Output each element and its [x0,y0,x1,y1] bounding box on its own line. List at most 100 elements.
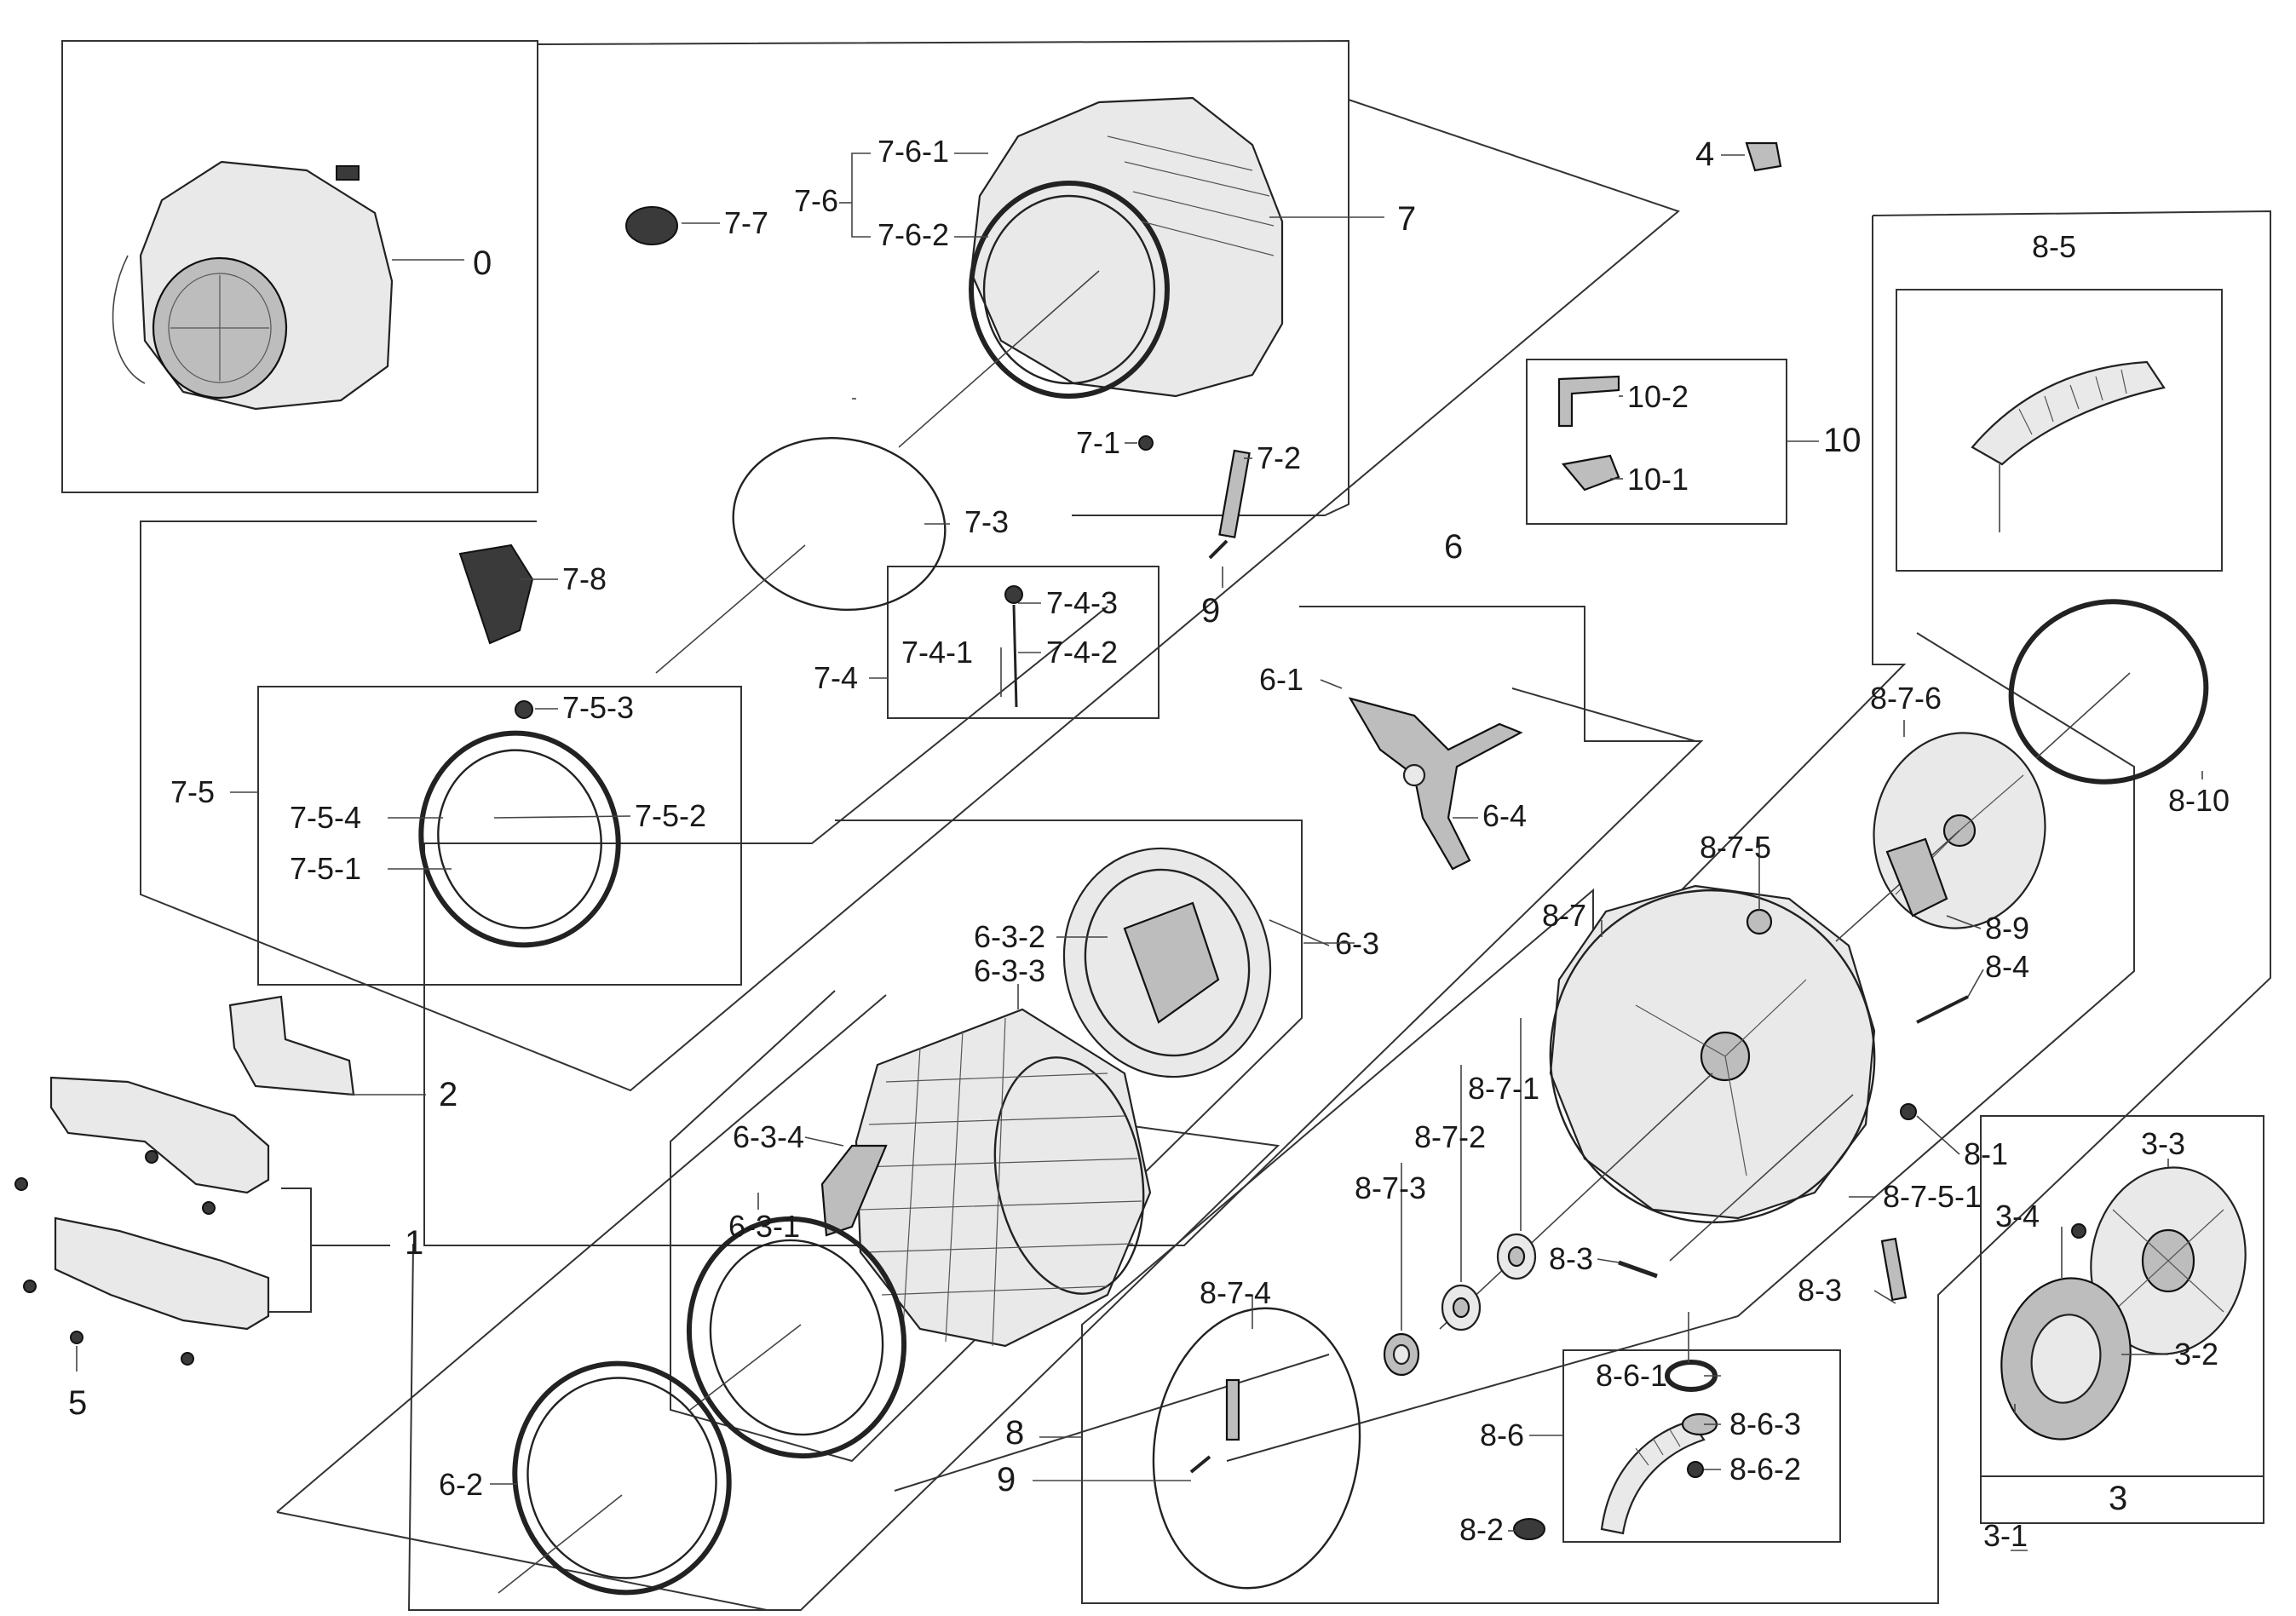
label-6-4: 6-4 [1482,798,1527,833]
label-9-a: 9 [1201,592,1220,630]
label-0: 0 [473,244,492,282]
label-9-b: 9 [997,1461,1016,1498]
label-7-5-4: 7-5-4 [290,800,361,835]
label-8-7: 8-7 [1542,898,1586,933]
label-7-3: 7-3 [964,504,1009,539]
label-7-6-2: 7-6-2 [878,217,949,252]
label-8: 8 [1005,1414,1024,1452]
box-7-5 [257,686,742,986]
label-10: 10 [1823,422,1862,459]
part-6-2-balancer [490,1360,732,1596]
label-7-6: 7-6 [794,183,838,218]
part-8-7-6-cover [1835,720,2046,942]
part-7-4-sensor [869,585,1041,708]
labels: 0 1 2 3 4 5 6 7 8 9 9 10 3-1 3-2 3-3 3-4… [68,134,2230,1553]
label-6: 6 [1444,528,1463,566]
label-7-5-1: 7-5-1 [290,851,361,886]
box-6-link2 [276,994,887,1513]
label-3-3: 3-3 [2141,1126,2185,1161]
part-8-4-sensor [1916,969,1984,1024]
label-7-1: 7-1 [1076,425,1120,460]
part-8-3-hardware [1597,1237,1908,1304]
box-8-5 [1896,289,2223,572]
label-8-7-3: 8-7-3 [1355,1170,1426,1205]
label-6-2: 6-2 [439,1467,483,1502]
label-4: 4 [1695,135,1714,173]
part-6-4-spider [1320,679,1523,871]
label-8-7-1: 8-7-1 [1468,1071,1539,1106]
label-8-3-a: 8-3 [1549,1241,1593,1276]
part-7-5-door-ring [230,700,631,948]
label-2: 2 [439,1076,457,1113]
label-8-6-1: 8-6-1 [1596,1358,1667,1393]
label-8-1: 8-1 [1964,1136,2008,1171]
box-group-8 [1081,210,2271,1604]
label-3-4: 3-4 [1995,1199,2040,1234]
label-8-7-5: 8-7-5 [1700,830,1771,865]
label-8-6: 8-6 [1480,1418,1524,1452]
label-7-4-3: 7-4-3 [1046,585,1118,620]
part-1-weight-upper [14,1076,270,1215]
label-8-9: 8-9 [1985,911,2029,946]
box-7-4 [887,566,1160,719]
part-7-3-ring [655,436,950,674]
label-5: 5 [68,1384,87,1422]
box-8-6 [1562,1349,1841,1543]
label-7-4: 7-4 [814,660,858,695]
label-3-2: 3-2 [2174,1337,2218,1372]
label-7-6-1: 7-6-1 [878,134,949,169]
label-8-6-2: 8-6-2 [1729,1452,1801,1487]
box-group-7-top [536,39,1349,516]
box-8-link [894,1354,1330,1492]
part-8-1-screw [1900,1103,1960,1155]
part-8-7-3-seal [1383,1163,1420,1377]
part-0-tub-assembly [112,160,464,411]
box-group-0 [61,40,538,493]
label-6-3-1: 6-3-1 [728,1209,800,1244]
box-6-2 [407,1122,1280,1611]
part-2-bracket [228,995,426,1096]
part-7-2-damper [1138,435,1252,538]
part-3-3-rotor [2090,1159,2247,1355]
label-1: 1 [405,1224,423,1262]
part-8-2-clamp [1508,1518,1545,1540]
part-8-7-4-gasket [1152,1295,1361,1590]
part-1-weight-lower [23,1216,270,1372]
part-3-2-stator [2000,1223,2168,1441]
box-6-3 [670,820,1303,1463]
label-7: 7 [1397,200,1416,238]
part-10-heater [1557,375,1819,492]
label-8-2: 8-2 [1459,1512,1504,1547]
part-8-rear-tub [1439,884,1876,1330]
part-8-9-mount [1885,837,1982,929]
label-8-7-6: 8-7-6 [1870,681,1942,716]
label-8-7-4: 8-7-4 [1200,1275,1271,1310]
label-8-10: 8-10 [2168,783,2230,818]
part-7-front-tub [898,96,1384,448]
label-7-4-2: 7-4-2 [1046,635,1118,670]
part-7-7-switch [625,206,720,245]
label-7-5: 7-5 [170,774,215,809]
box-group-7 [140,99,1681,1092]
label-8-7-2: 8-7-2 [1414,1119,1486,1154]
box-6-link [1511,687,1696,742]
label-6-3-4: 6-3-4 [733,1119,804,1154]
label-3: 3 [2109,1480,2127,1517]
part-8-10-bracket-ring [2008,599,2209,785]
part-8-7-2-bearing [1441,1065,1482,1331]
part-4-clip [1721,141,1782,172]
label-7-2: 7-2 [1257,440,1301,475]
label-8-7-5-1: 8-7-5-1 [1883,1179,1982,1214]
label-10-1: 10-1 [1627,462,1689,497]
part-9-screw-b [1033,1455,1211,1481]
label-10-2: 10-2 [1627,379,1689,414]
part-8-5-hose [1971,360,2166,532]
label-8-6-3: 8-6-3 [1729,1406,1801,1441]
box-6-2-link [276,1511,768,1611]
part-9-screw-a [1208,539,1229,588]
part-7-8-hose [458,543,558,645]
label-8-4: 8-4 [1985,949,2029,984]
label-8-5: 8-5 [2032,229,2076,264]
